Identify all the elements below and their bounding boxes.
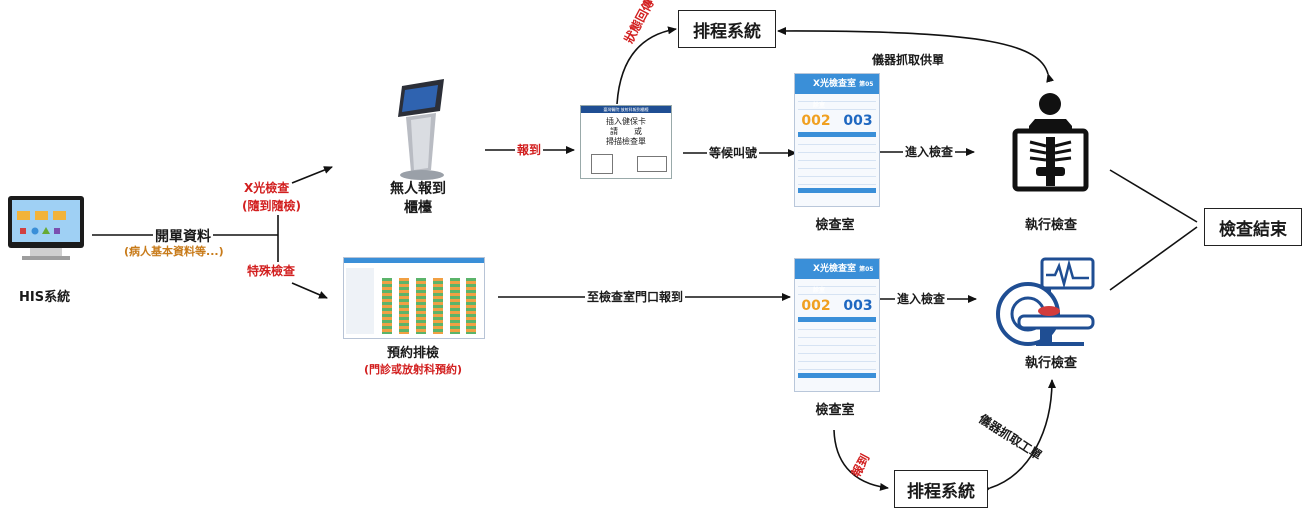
room-top-num-b: 003 [843,113,873,129]
arrow-to-appointment [291,282,328,299]
wait-call-label: 等候叫號 [707,144,760,161]
exec-top-label: 執行檢查 [1024,218,1077,233]
scanner-icon [637,156,667,172]
sched-bottom-box: 排程系統 [894,470,988,508]
ct-scanner-icon [996,257,1095,346]
order-sublabel: (病人基本資料等...) [124,245,224,258]
room-bottom-num-b: 003 [843,298,873,314]
room-top-screen: X光檢查室 第05診室 002 003 [794,73,880,207]
special-label: 特殊檢查 [247,264,296,278]
schedule-screen [343,257,485,339]
xray-label: X光檢查 [244,181,290,195]
room-top-num-a: 002 [801,113,831,129]
order-label: 開單資料 [153,226,213,246]
card-reader-icon [591,154,613,174]
exec-bottom-label: 執行檢查 [1024,356,1077,371]
kiosk-label-line2: 櫃檯 [404,200,432,216]
line-bottom-to-end [1109,226,1198,291]
kiosk-icon [398,79,444,180]
arrow-sched-instrument-top [777,26,1054,83]
room-top-screen-room: 第05診室 [813,81,874,109]
room-bottom-label: 檢查室 [815,403,855,418]
kiosk-screen-line2: 請 或 [610,127,642,136]
room-bottom-screen-room: 第05診室 [813,266,874,294]
line-top-to-end [1109,169,1198,223]
arrow-sched-instrument-bottom [981,379,1056,495]
room-bottom-screen: X光檢查室 第05診室 002 003 [794,258,880,392]
his-label: HIS系統 [19,290,71,305]
enter-top-label: 進入檢查 [903,143,956,160]
xray-sublabel: (隨到隨檢) [242,199,301,213]
xray-person-icon [1012,93,1089,192]
room-bottom-screen-title: X光檢查室 [813,264,856,274]
enter-bottom-label: 進入檢查 [895,290,948,307]
to-door-label: 至檢查室門口報到 [585,288,686,305]
kiosk-label-line1: 無人報到 [390,181,446,197]
appt-sublabel: (門診或放射科預約) [363,363,463,376]
arrow-to-kiosk [291,166,333,184]
arrow-report-bottom [833,429,889,491]
room-top-label: 檢查室 [815,218,855,233]
computer-icon [8,196,84,260]
end-box: 檢查結束 [1204,208,1302,246]
kiosk-screen: 臺灣醫院 放射科報到櫃檯 插入健保卡 請 或 掃描檢查單 [580,105,672,179]
kiosk-screen-line3: 掃描檢查單 [606,137,646,146]
kiosk-screen-header: 臺灣醫院 放射科報到櫃檯 [581,106,671,113]
room-top-screen-title: X光檢查室 [813,79,856,89]
room-bottom-num-a: 002 [801,298,831,314]
instrument-fetch-top-label: 儀器抓取供單 [872,53,945,67]
sched-top-box: 排程系統 [678,10,776,48]
appt-label: 預約排檢 [386,346,439,361]
report-label: 報到 [515,141,544,158]
arrow-status-return [616,26,677,105]
kiosk-screen-line1: 插入健保卡 [606,117,646,126]
